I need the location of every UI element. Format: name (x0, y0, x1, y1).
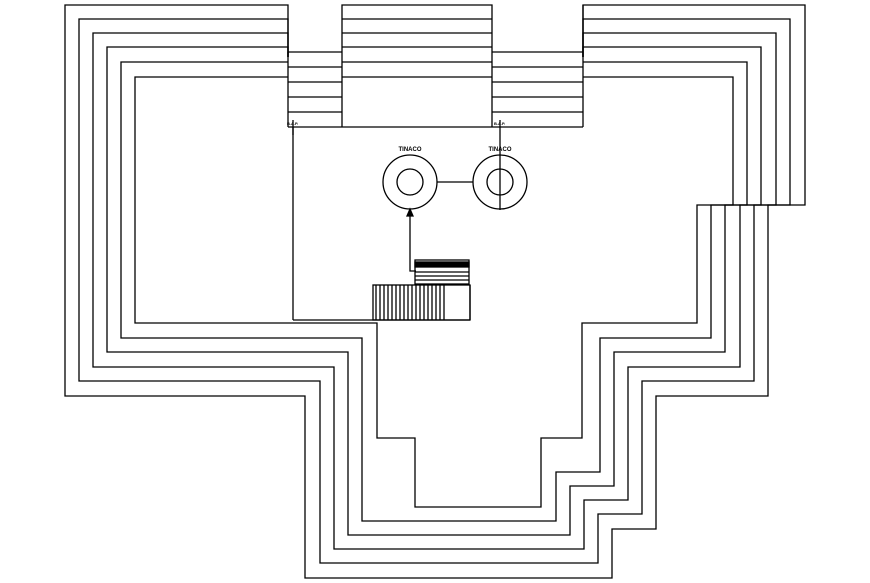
feed-arrowhead (406, 207, 414, 217)
outline-3 (92, 32, 777, 550)
stair-block-right (492, 5, 584, 127)
pipe-tag-left: B.A.P. (287, 121, 298, 126)
feed-pipe (409, 213, 416, 272)
stair-block-left (287, 51, 342, 127)
outline-4 (106, 46, 762, 536)
outline-6 (134, 76, 734, 508)
outer-outlines (64, 4, 806, 579)
tank-label-left: TINACO (399, 147, 422, 153)
outline-1 (64, 4, 806, 579)
tank-label-right: TINACO (489, 147, 512, 153)
outline-5 (120, 61, 748, 522)
center-top-block (341, 4, 493, 127)
pipe-tag-right: B.A.P. (494, 121, 505, 126)
water-tank-left (382, 154, 438, 210)
service-stair (372, 284, 471, 321)
equipment-box (414, 259, 470, 285)
outline-2 (78, 18, 791, 564)
